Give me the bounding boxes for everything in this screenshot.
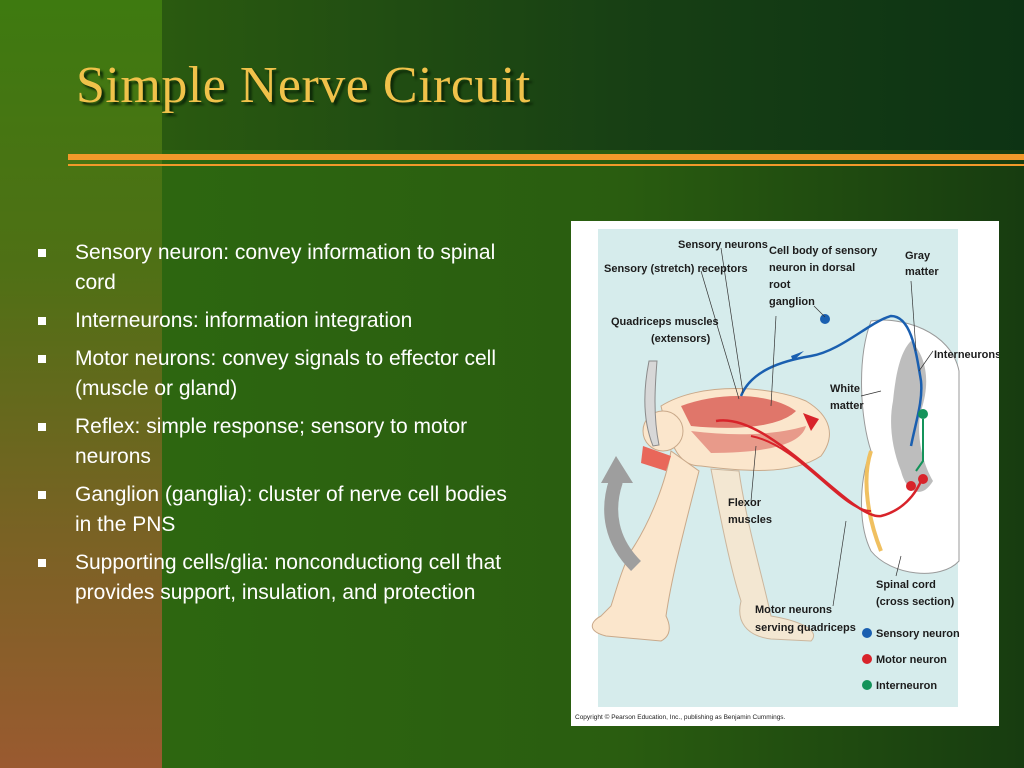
reflex-hammer-icon: [644, 360, 660, 447]
legend-motor-label: Motor neuron: [876, 654, 947, 666]
label-gray-line1: Gray: [905, 250, 931, 262]
bullet-item: Motor neurons: convey signals to effecto…: [38, 344, 528, 404]
lower-leg-shape: [591, 450, 700, 642]
interneuron-cell-body: [918, 409, 928, 419]
bullet-square-icon: [38, 423, 46, 431]
label-motor-neurons-line1: Motor neurons: [755, 604, 832, 616]
bullet-item: Ganglion (ganglia): cluster of nerve cel…: [38, 480, 528, 540]
bullet-square-icon: [38, 491, 46, 499]
kicking-leg-shape: [710, 468, 814, 642]
legend-motor-dot-icon: [862, 654, 872, 664]
label-flexor-line1: Flexor: [728, 497, 762, 509]
label-cell-body-line4: ganglion: [769, 296, 815, 308]
ventral-root-edge: [864, 450, 883, 552]
top-dark-band: [162, 0, 1024, 150]
bullet-square-icon: [38, 559, 46, 567]
kick-motion-arrow: [604, 478, 642, 571]
bullet-text: Supporting cells/glia: nonconductiong ce…: [75, 551, 502, 604]
legend-interneuron-dot-icon: [862, 680, 872, 690]
label-white-line2: matter: [830, 400, 864, 412]
bullet-text: Reflex: simple response; sensory to moto…: [75, 415, 468, 468]
label-flexor-line2: muscles: [728, 514, 772, 526]
label-quadriceps-line2: (extensors): [651, 333, 711, 345]
reflex-arc-diagram: Sensory neurons Sensory (stretch) recept…: [575, 229, 999, 721]
sensory-neuron-path: [739, 314, 923, 447]
label-spinal-cord-line2: (cross section): [876, 596, 955, 608]
label-quadriceps-line1: Quadriceps muscles: [611, 316, 719, 328]
bullet-item: Supporting cells/glia: nonconductiong ce…: [38, 548, 528, 608]
label-interneurons: Interneurons: [934, 349, 999, 361]
quadriceps-muscle: [681, 395, 796, 428]
title-rule-thin: [68, 164, 1024, 166]
bullet-text: Sensory neuron: convey information to sp…: [75, 241, 496, 294]
label-cell-body-line3: root: [769, 279, 791, 291]
label-sensory-neurons: Sensory neurons: [678, 239, 768, 251]
label-stretch-receptors: Sensory (stretch) receptors: [604, 263, 748, 275]
bullet-text: Interneurons: information integration: [75, 309, 413, 332]
motor-neuron-flexor-path: [750, 435, 872, 512]
label-cell-body-line1: Cell body of sensory: [769, 245, 878, 257]
title-rule-thick: [68, 154, 1024, 160]
reflex-arc-figure: Sensory neurons Sensory (stretch) recept…: [571, 221, 999, 726]
gray-matter-shape: [891, 341, 933, 492]
bullet-item: Sensory neuron: convey information to sp…: [38, 238, 528, 298]
motor-cell-body-2: [906, 481, 916, 491]
hammer-tip-icon: [641, 446, 671, 471]
leader-lines: [700, 247, 934, 607]
kick-arrow-head-icon: [601, 456, 633, 483]
bullet-text: Motor neurons: convey signals to effecto…: [75, 347, 496, 400]
bullet-square-icon: [38, 317, 46, 325]
bullet-item: Interneurons: information integration: [38, 306, 528, 336]
interneuron-path: [915, 419, 924, 472]
label-spinal-cord-line1: Spinal cord: [876, 579, 936, 591]
bullet-square-icon: [38, 355, 46, 363]
legend-sensory-label: Sensory neuron: [876, 628, 960, 640]
motor-cell-body-1: [918, 474, 928, 484]
label-motor-neurons-line2: serving quadriceps: [755, 622, 856, 634]
label-white-line1: White: [830, 383, 860, 395]
figure-copyright: Copyright © Pearson Education, Inc., pub…: [575, 713, 786, 721]
motor-arrow-icon: [803, 413, 819, 431]
slide-title: Simple Nerve Circuit: [76, 57, 531, 114]
legend-interneuron-label: Interneuron: [876, 680, 937, 692]
bullet-text: Ganglion (ganglia): cluster of nerve cel…: [75, 483, 507, 536]
left-gradient-strip: [0, 0, 162, 768]
legend-sensory-dot-icon: [862, 628, 872, 638]
sensory-arrow-icon: [791, 351, 804, 361]
figure-legend: Sensory neuron Motor neuron Interneuron: [862, 628, 960, 692]
label-cell-body-line2: neuron in dorsal: [769, 262, 855, 274]
sensory-cell-body: [820, 314, 830, 324]
label-gray-line2: matter: [905, 266, 939, 278]
bullet-list: Sensory neuron: convey information to sp…: [38, 238, 528, 616]
bullet-item: Reflex: simple response; sensory to moto…: [38, 412, 528, 472]
bullet-square-icon: [38, 249, 46, 257]
